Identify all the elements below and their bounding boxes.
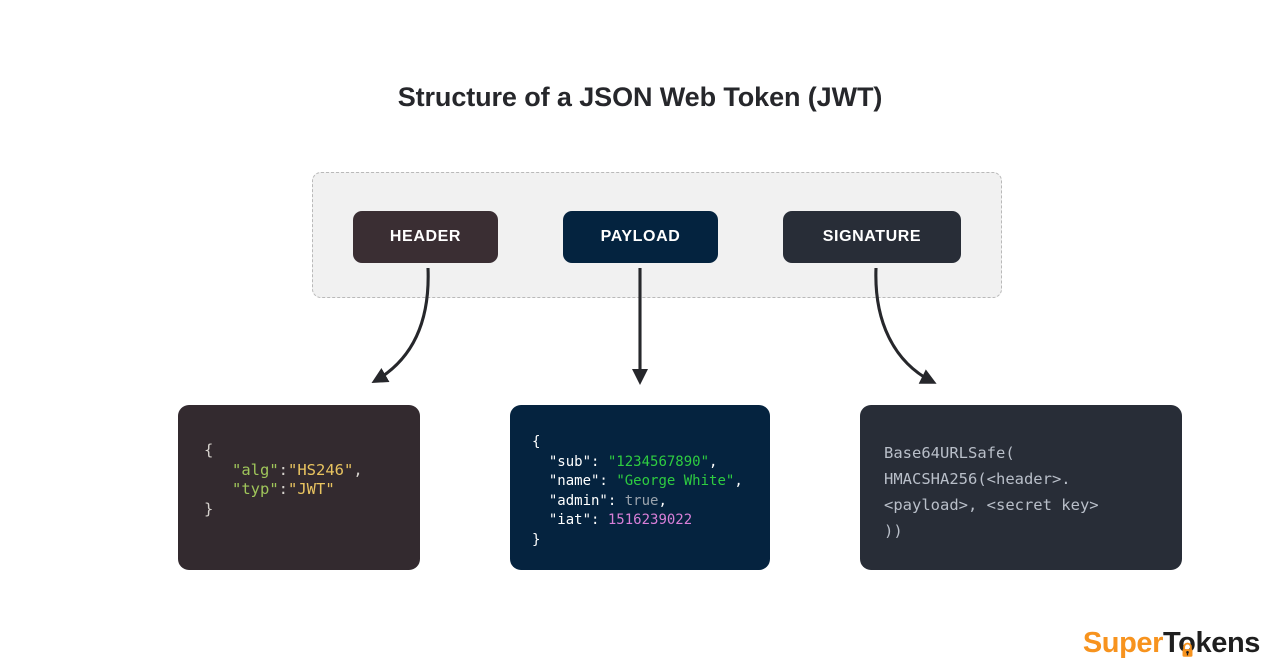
payload-comma-3: , (658, 492, 667, 509)
signature-line-4: )) (884, 522, 903, 540)
payload-value-admin: true (624, 492, 659, 509)
header-colon-1: : (278, 460, 289, 479)
logo-text-tokens: Tokens (1163, 627, 1260, 660)
header-colon-2: : (278, 480, 289, 498)
page-title: Structure of a JSON Web Token (JWT) (397, 82, 883, 112)
header-brace-close: } (204, 499, 214, 518)
header-key-alg: "alg" (232, 460, 279, 479)
token-part-header[interactable]: HEADER (353, 211, 498, 263)
payload-brace-close: } (532, 531, 541, 548)
signature-line-2: HMACSHA256(<header>. (884, 470, 1071, 488)
payload-code-block: { "sub": "1234567890", "name": "George W… (510, 405, 770, 570)
lock-icon (1182, 642, 1193, 657)
payload-value-iat: 1516239022 (607, 512, 693, 528)
token-part-signature-label: SIGNATURE (822, 228, 922, 245)
header-code-block: { "alg":"HS246", "typ":"JWT" } (178, 405, 420, 570)
header-value-typ: "JWT" (288, 480, 335, 498)
signature-line-1: Base64URLSafe( (884, 444, 1015, 462)
header-key-typ: "typ" (232, 480, 279, 498)
token-part-signature[interactable]: SIGNATURE (783, 211, 961, 263)
payload-value-name: "George White" (616, 473, 735, 489)
payload-key-name: "name": (548, 473, 608, 489)
supertokens-logo: Super Tokens (1082, 627, 1261, 660)
payload-comma-1: , (709, 453, 718, 470)
header-brace-open: { (204, 441, 214, 459)
signature-line-3: <payload>, <secret key> (884, 496, 1099, 514)
payload-brace-open: { (532, 434, 541, 450)
token-part-payload[interactable]: PAYLOAD (563, 211, 718, 263)
payload-key-admin: "admin": (548, 492, 617, 509)
payload-key-iat: "iat": (548, 512, 600, 528)
payload-comma-2: , (734, 473, 743, 489)
signature-code-block: Base64URLSafe( HMACSHA256(<header>. <pay… (860, 405, 1182, 570)
header-value-alg: "HS246" (288, 460, 354, 479)
header-comma-1: , (353, 460, 363, 479)
logo-tokens-label: Tokens (1163, 627, 1260, 659)
token-part-payload-label: PAYLOAD (600, 228, 681, 245)
payload-value-sub: "1234567890" (607, 453, 710, 470)
token-part-header-label: HEADER (389, 228, 462, 245)
logo-text-super: Super (1082, 627, 1164, 659)
payload-key-sub: "sub": (548, 453, 600, 470)
